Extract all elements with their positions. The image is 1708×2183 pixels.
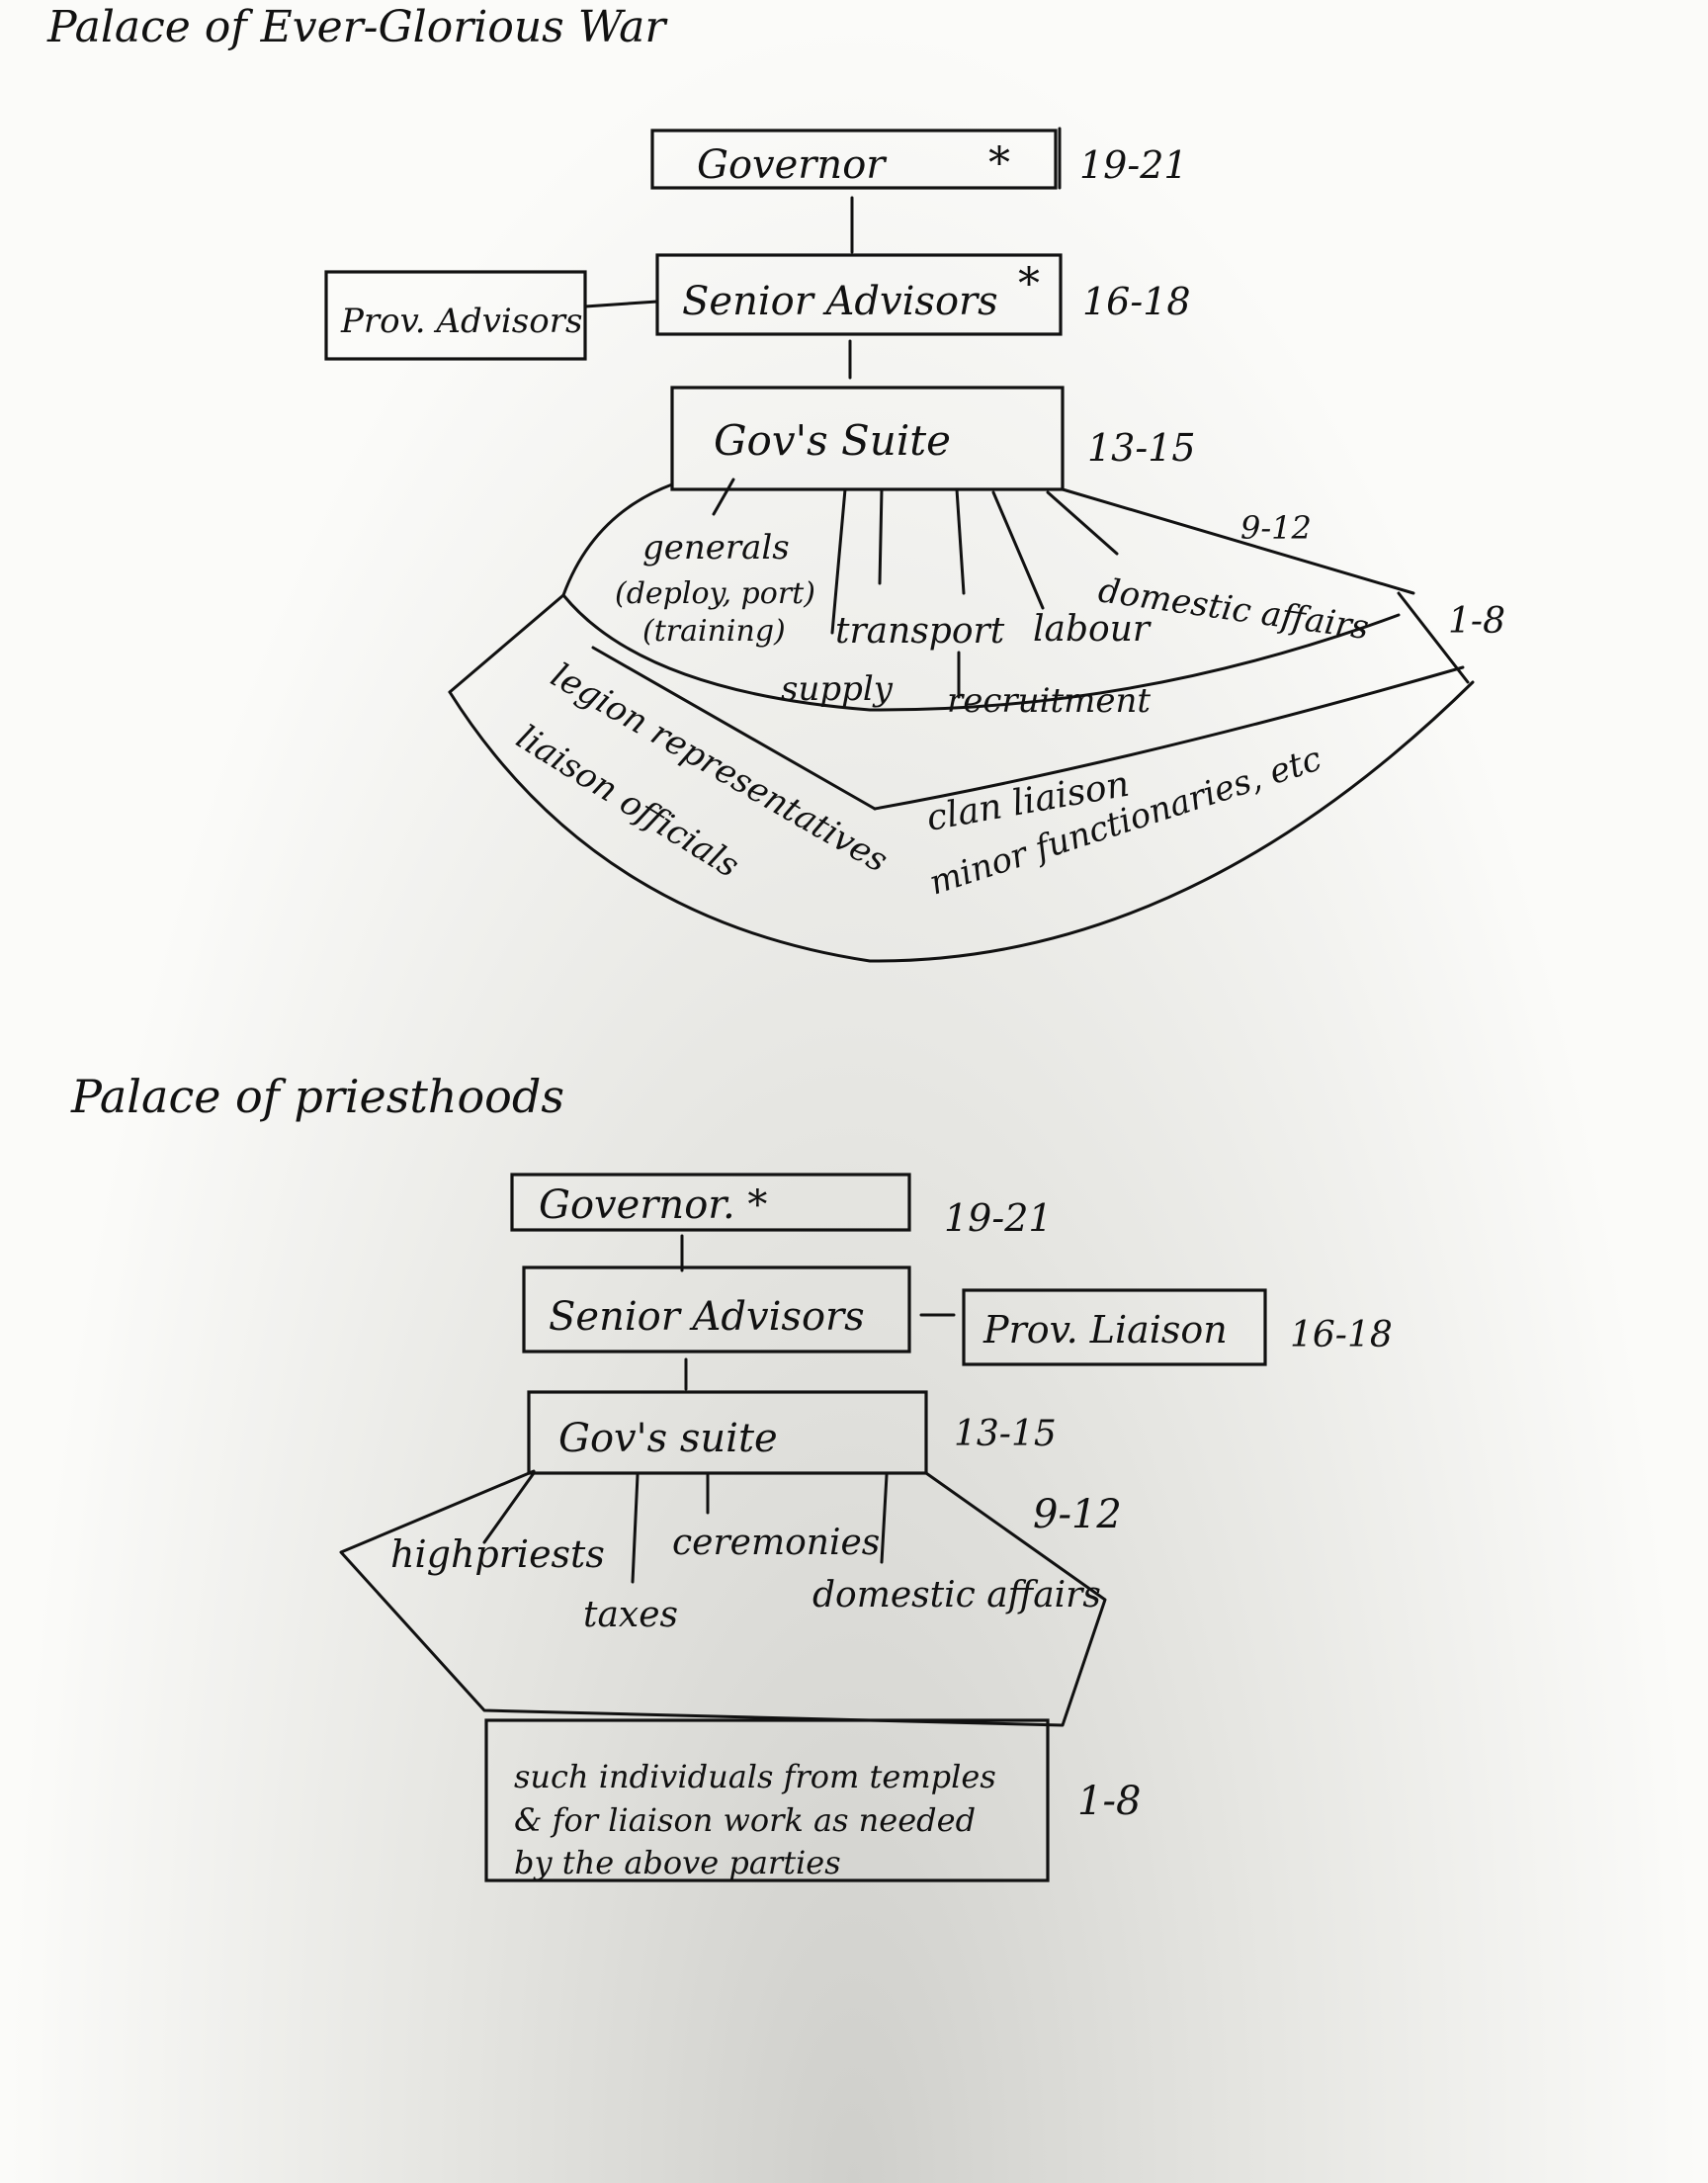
- priest-suite-box: [527, 1390, 928, 1475]
- priest-branch-highpriests: [482, 1471, 536, 1544]
- war-governor-star: *: [988, 138, 1010, 189]
- war-tier3-divider-left: [591, 646, 877, 811]
- priest-highpriests-label: highpriests: [390, 1532, 605, 1576]
- war-palace-diagram: Palace of Ever-Glorious War Governor * 1…: [46, 2, 1505, 963]
- priest-tier2-outline: [339, 1469, 1107, 1727]
- priest-tier3-line1: such individuals from temples: [514, 1758, 996, 1795]
- priest-governor-box: [510, 1173, 911, 1232]
- war-branch-domestic: [1046, 490, 1119, 556]
- war-branch-recruitment: [955, 487, 966, 595]
- war-recruitment-label: recruitment: [947, 681, 1151, 721]
- priest-tier3-box: [484, 1718, 1050, 1882]
- war-palace-title: Palace of Ever-Glorious War: [46, 2, 668, 52]
- war-governor-label: Governor: [697, 142, 888, 188]
- war-senior-box: [655, 253, 1063, 336]
- priest-tier3-line2: & for liaison work as needed: [514, 1801, 976, 1839]
- war-branch-supply: [878, 487, 884, 585]
- priest-prov-box: [962, 1288, 1267, 1366]
- war-prov-box: [324, 270, 587, 361]
- priest-taxes-label: taxes: [583, 1595, 678, 1635]
- priest-branch-domestic: [880, 1473, 889, 1564]
- war-prov-label: Prov. Advisors: [340, 302, 582, 341]
- war-governor-range: 19-21: [1079, 143, 1188, 187]
- priest-ceremonies-label: ceremonies: [672, 1523, 880, 1563]
- war-suite-box: [670, 386, 1065, 491]
- war-generals-3: (training): [642, 614, 786, 649]
- priest-tier3-range: 1-8: [1077, 1779, 1141, 1824]
- priest-tier2-range: 9-12: [1033, 1492, 1122, 1537]
- war-tier3-range: 1-8: [1448, 601, 1505, 642]
- war-suite-range: 13-15: [1087, 426, 1196, 470]
- priesthood-palace-diagram: Palace of priesthoods Governor. * 19-21 …: [70, 1070, 1393, 1882]
- war-tier2-right-edge: [1061, 487, 1415, 595]
- war-prov-connector: [583, 300, 659, 308]
- war-senior-label: Senior Advisors: [682, 279, 998, 324]
- war-tier2-left-edge: [561, 482, 674, 597]
- war-transport-label: transport: [835, 611, 1005, 652]
- war-generals-1: generals: [642, 528, 790, 568]
- priest-senior-box: [522, 1266, 911, 1353]
- war-tier3-right-top: [1397, 591, 1470, 684]
- priest-tier3-line3: by the above parties: [514, 1844, 841, 1881]
- war-tier3-bottom-edge: [448, 680, 1475, 963]
- war-labour-label: labour: [1033, 609, 1152, 650]
- priest-senior-label: Senior Advisors: [549, 1294, 865, 1340]
- war-supply-label: supply: [781, 669, 894, 709]
- war-generals-2: (deploy, port): [615, 576, 815, 611]
- priest-branch-taxes: [631, 1473, 640, 1584]
- war-branch-transport: [830, 487, 847, 635]
- war-branch-generals: [712, 478, 735, 516]
- war-senior-star: *: [1018, 259, 1040, 309]
- priest-senior-range: 16-18: [1290, 1315, 1393, 1355]
- war-tier3-divider-right: [873, 665, 1465, 811]
- war-branch-labour: [991, 490, 1045, 610]
- priest-prov-label: Prov. Liaison: [982, 1308, 1228, 1352]
- war-tier2-range: 9-12: [1240, 509, 1312, 547]
- war-senior-range: 16-18: [1082, 280, 1191, 323]
- war-tier3-left-top: [448, 593, 565, 694]
- war-suite-label: Gov's Suite: [714, 416, 951, 465]
- priest-palace-title: Palace of priesthoods: [70, 1070, 564, 1123]
- priest-governor-range: 19-21: [944, 1196, 1053, 1240]
- priest-governor-label: Governor. *: [539, 1182, 767, 1228]
- priest-suite-label: Gov's suite: [558, 1416, 778, 1461]
- war-tier2-bottom-edge: [561, 593, 1401, 712]
- priest-domestic-label: domestic affairs: [812, 1575, 1101, 1615]
- priest-suite-range: 13-15: [954, 1414, 1057, 1454]
- war-governor-box: [650, 129, 1058, 190]
